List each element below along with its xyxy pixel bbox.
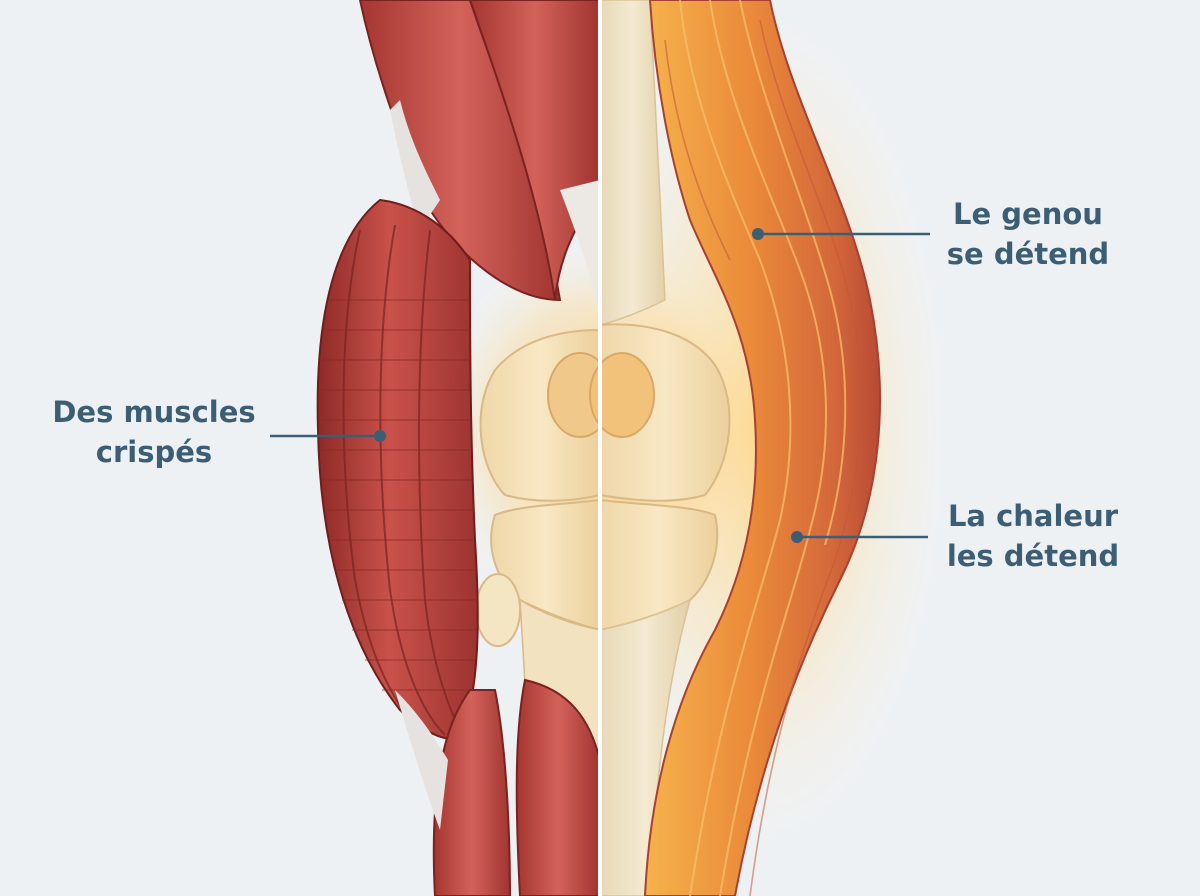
- tense-left-side: [316, 0, 613, 896]
- leader-dots: [374, 228, 803, 543]
- leader-dot-tense-muscles: [374, 430, 386, 442]
- label-heat-relaxes-line1: La chaleur: [947, 499, 1119, 533]
- label-heat-relaxes: La chaleur les détend: [935, 496, 1131, 576]
- leader-dot-knee-relaxes: [752, 228, 764, 240]
- label-knee-relaxes: Le genou se détend: [930, 194, 1126, 274]
- leader-lines: [270, 232, 930, 539]
- patella-right: [589, 352, 655, 438]
- relaxed-warm-muscle: [643, 0, 881, 896]
- tense-muscle-striations: [342, 224, 461, 736]
- label-tense-muscles-line2: crispés: [95, 435, 213, 469]
- label-knee-relaxes-line1: Le genou: [953, 197, 1103, 231]
- warm-muscle-fibers: [679, 0, 847, 896]
- lower-tendon: [395, 690, 448, 830]
- warm-muscle-dark-fibers: [664, 19, 862, 896]
- warm-right-side: [589, 0, 881, 896]
- femur-shaft-right: [599, 0, 666, 326]
- leader-dot-heat-relaxes: [791, 531, 803, 543]
- label-tense-muscles-line1: Des muscles: [52, 395, 256, 429]
- fibula-head: [475, 573, 521, 647]
- tense-muscle-bands: [320, 299, 476, 691]
- quad-tendon: [560, 180, 600, 330]
- label-knee-relaxes-line2: se détend: [946, 237, 1110, 271]
- upper-tendon: [390, 100, 440, 230]
- label-tense-muscles: Des muscles crispés: [44, 392, 264, 472]
- lower-calf-muscle-left: [432, 689, 512, 896]
- label-heat-relaxes-line2: les détend: [946, 539, 1120, 573]
